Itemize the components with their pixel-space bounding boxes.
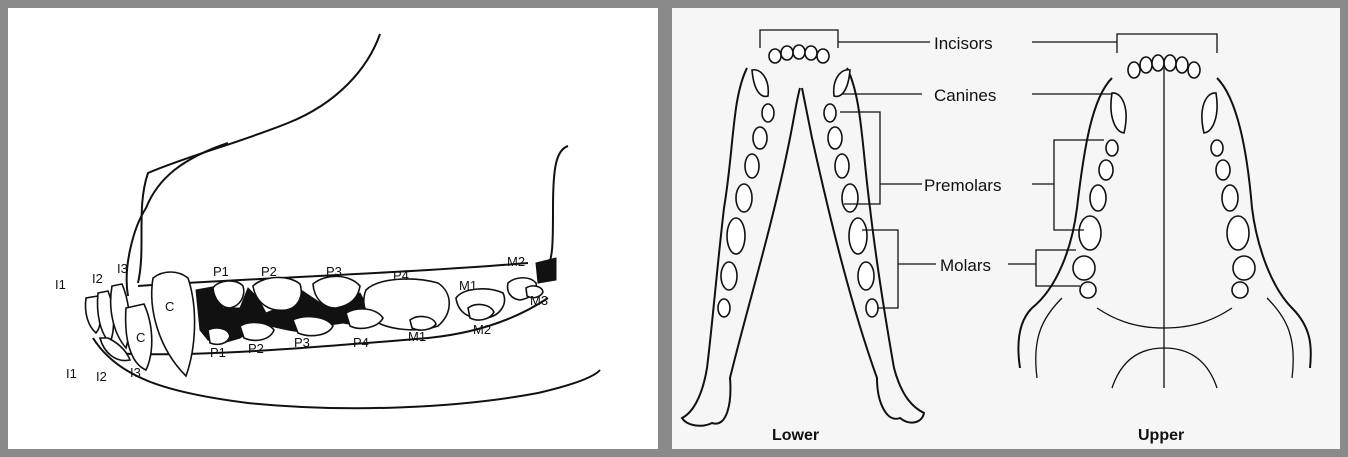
label-upper-m1: M1 [459,278,477,293]
label-lower-i1: I1 [66,366,77,381]
label-upper-c: C [165,299,174,314]
caption-lower: Lower [772,427,819,444]
label-lower-c: C [136,330,145,345]
label-lower-p1: P1 [210,345,226,360]
upper-cheek-teeth-left [1073,140,1118,298]
upper-canine-left [1111,93,1126,133]
label-lower-p4: P4 [353,335,369,350]
lower-canine-left [752,70,768,97]
label-upper-i3: I3 [117,261,128,276]
lateral-jaw-diagram: I1 I2 I3 C P1 P2 P3 P4 M1 M2 I1 I2 I3 C … [8,8,658,449]
label-upper-m2: M2 [507,254,525,269]
upper-zygomatic-right [1267,298,1293,378]
skull-outline [138,34,380,283]
label-upper-p3: P3 [326,264,342,279]
label-lower-p2: P2 [248,341,264,356]
label-upper-i1: I1 [55,277,66,292]
upper-cheek-teeth-right [1211,140,1255,298]
upper-zygomatic-left [1036,298,1062,378]
label-lower-m1: M1 [408,329,426,344]
label-upper-p4: P4 [393,268,409,283]
label-premolars: Premolars [924,176,1001,195]
label-lower-p3: P3 [294,335,310,350]
occlusal-diagram: Incisors Canines Premolars Molars Lower … [672,8,1340,449]
incisors-bracket-upper [1032,34,1217,53]
molars-bracket-upper [1008,250,1080,286]
label-lower-i3: I3 [130,365,141,380]
label-incisors: Incisors [934,34,993,53]
m3-shading [536,258,556,283]
label-upper-i2: I2 [92,271,103,286]
incisors-bracket-lower [760,30,930,48]
lower-p1 [208,328,230,344]
upper-canine-right [1202,93,1217,133]
lower-jaw-drawing [682,45,924,426]
label-lower-m2: M2 [473,322,491,337]
lateral-jaw-panel: I1 I2 I3 C P1 P2 P3 P4 M1 M2 I1 I2 I3 C … [8,8,658,449]
lower-cheek-teeth-left [718,104,774,317]
lower-p2 [240,323,274,341]
lower-incisors-row [769,45,829,63]
label-lower-i2: I2 [96,369,107,384]
label-upper-p2: P2 [261,264,277,279]
caption-upper: Upper [1138,427,1184,444]
label-canines: Canines [934,86,996,105]
label-lower-m3: M3 [530,293,548,308]
label-molars: Molars [940,256,991,275]
ramus-outline [546,146,568,270]
label-upper-p1: P1 [213,264,229,279]
upper-canine [152,272,195,376]
lower-canine-right [834,70,850,97]
occlusal-view-panel: Incisors Canines Premolars Molars Lower … [672,8,1340,449]
upper-jaw-drawing [1018,55,1310,388]
